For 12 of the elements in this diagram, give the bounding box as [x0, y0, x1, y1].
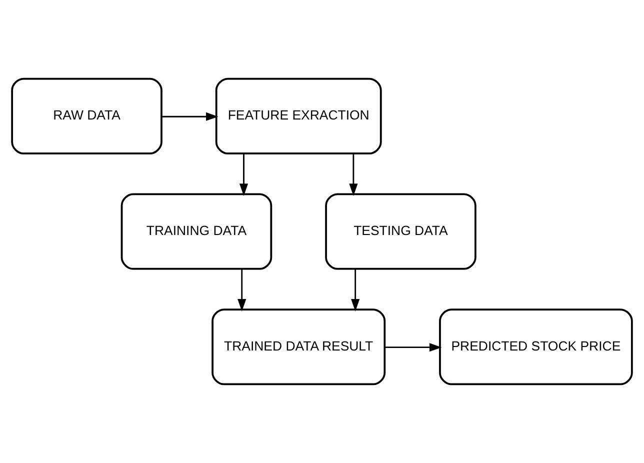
- arrow: [349, 154, 358, 196]
- node-box: PREDICTED STOCK PRICE: [439, 308, 633, 386]
- node-box: TRAINING DATA: [120, 193, 272, 270]
- arrow: [384, 343, 442, 352]
- node-box: TESTING DATA: [325, 193, 476, 270]
- arrow: [239, 154, 248, 196]
- node-box: TRAINED DATA RESULT: [212, 308, 386, 386]
- node-box: FEATURE EXRACTION: [215, 78, 382, 154]
- arrow: [162, 112, 218, 121]
- node-box: RAW DATA: [11, 78, 162, 154]
- arrow: [351, 268, 360, 312]
- arrow: [238, 268, 246, 312]
